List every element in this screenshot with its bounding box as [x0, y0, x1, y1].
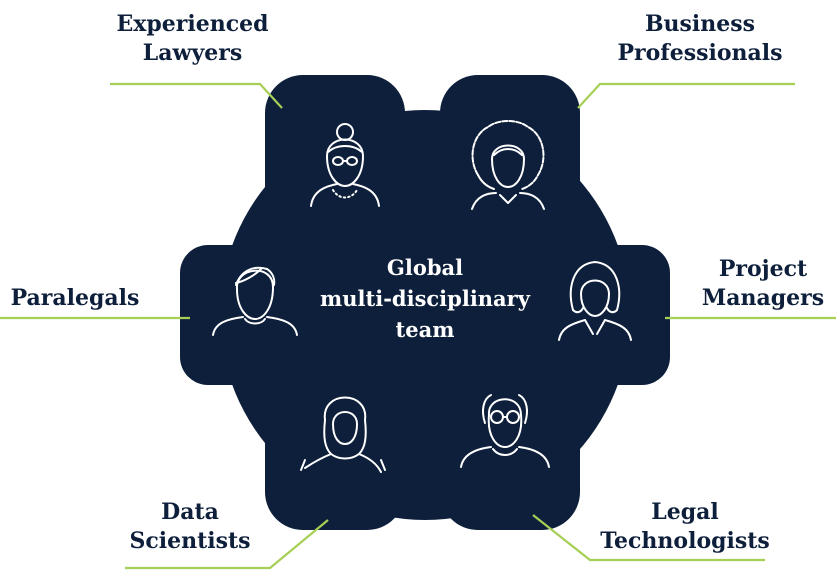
center-title-line-3: team	[395, 317, 455, 342]
label-project-managers: Project Managers	[690, 255, 836, 313]
woman-with-hijab-icon	[300, 396, 386, 473]
young-man-icon	[212, 266, 298, 336]
label-experienced-lawyers: Experienced Lawyers	[95, 10, 290, 68]
label-data-scientists: Data Scientists	[115, 498, 265, 556]
label-project-managers-line-2: Managers	[701, 285, 825, 311]
connector-legal-technologists	[532, 514, 765, 562]
label-business-professionals: Business Professionals	[605, 10, 795, 68]
connector-business-professionals	[577, 82, 795, 109]
label-data-scientists-line-1: Data	[161, 499, 219, 525]
connector-data-scientists	[125, 519, 329, 570]
label-legal-technologists-line-1: Legal	[651, 499, 719, 525]
label-paralegals: Paralegals	[0, 284, 150, 313]
woman-with-glasses-and-pearls-icon	[310, 123, 380, 207]
gear-shape	[180, 75, 670, 530]
center-title-line-1: Global	[386, 255, 464, 280]
label-legal-technologists-line-2: Technologists	[600, 528, 770, 554]
center-title-line-2: multi-disciplinary	[320, 286, 530, 311]
label-data-scientists-line-2: Scientists	[129, 528, 251, 554]
label-paralegals-line-1: Paralegals	[10, 285, 140, 311]
woman-with-curly-hair-icon	[471, 120, 545, 210]
label-business-professionals-line-1: Business	[644, 11, 756, 37]
label-business-professionals-line-2: Professionals	[617, 40, 783, 66]
label-project-managers-line-1: Project	[718, 256, 808, 282]
label-legal-technologists: Legal Technologists	[590, 498, 780, 556]
label-experienced-lawyers-line-2: Lawyers	[142, 40, 243, 66]
center-title: Global multi-disciplinary team	[300, 252, 550, 345]
older-man-with-glasses-icon	[460, 394, 550, 468]
woman-with-bob-hair-icon	[558, 261, 632, 341]
label-experienced-lawyers-line-1: Experienced	[116, 11, 269, 37]
connector-experienced-lawyers	[110, 82, 283, 109]
